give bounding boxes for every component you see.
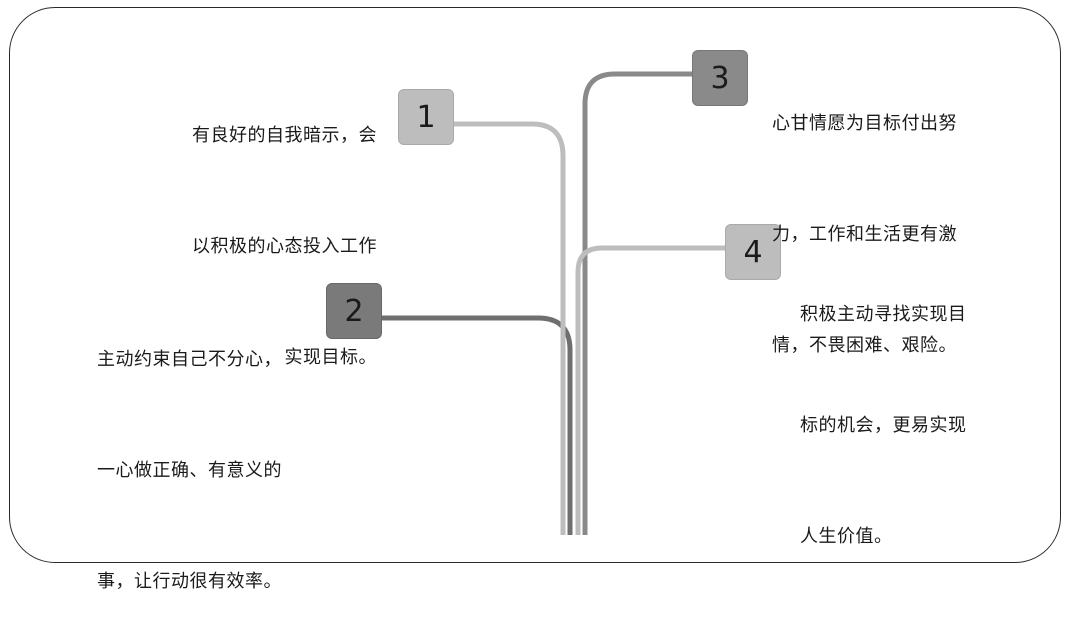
step-3-line: 力，工作和生活更有激	[772, 224, 957, 245]
step-3-line: 心甘情愿为目标付出努	[772, 113, 957, 134]
step-2-line: 主动约束自己不分心，	[97, 349, 282, 370]
diagram-frame	[9, 7, 1061, 563]
step-3-badge: 3	[692, 50, 748, 106]
step-3-description: 心甘情愿为目标付出努 力，工作和生活更有激 情，不畏困难、艰险。	[772, 31, 957, 401]
step-2-badge: 2	[326, 283, 382, 339]
step-1-badge: 1	[398, 89, 454, 145]
step-1-line: 实现目标。	[284, 347, 377, 368]
step-4-description: 积极主动寻找实现目 标的机会，更易实现 人生价值。	[800, 222, 967, 592]
step-1-description: 有良好的自我暗示，会 以积极的心态投入工作 实现目标。	[192, 43, 377, 413]
step-2-description: 主动约束自己不分心， 一心做正确、有意义的 事，让行动很有效率。	[97, 267, 282, 637]
step-3-line: 情，不畏困难、艰险。	[772, 335, 957, 356]
branch-line-4	[575, 245, 725, 535]
step-2-line: 一心做正确、有意义的	[97, 460, 282, 481]
step-2-line: 事，让行动很有效率。	[97, 571, 282, 592]
step-4-line: 积极主动寻找实现目	[800, 304, 967, 325]
step-4-badge: 4	[725, 224, 781, 280]
branch-line-1	[454, 121, 566, 535]
step-1-line: 有良好的自我暗示，会	[192, 125, 377, 146]
step-4-line: 人生价值。	[800, 526, 893, 547]
step-4-line: 标的机会，更易实现	[800, 415, 967, 436]
branch-line-3	[582, 71, 692, 535]
branch-lines	[382, 71, 725, 535]
step-1-line: 以积极的心态投入工作	[192, 236, 377, 257]
branch-line-2	[382, 315, 573, 535]
